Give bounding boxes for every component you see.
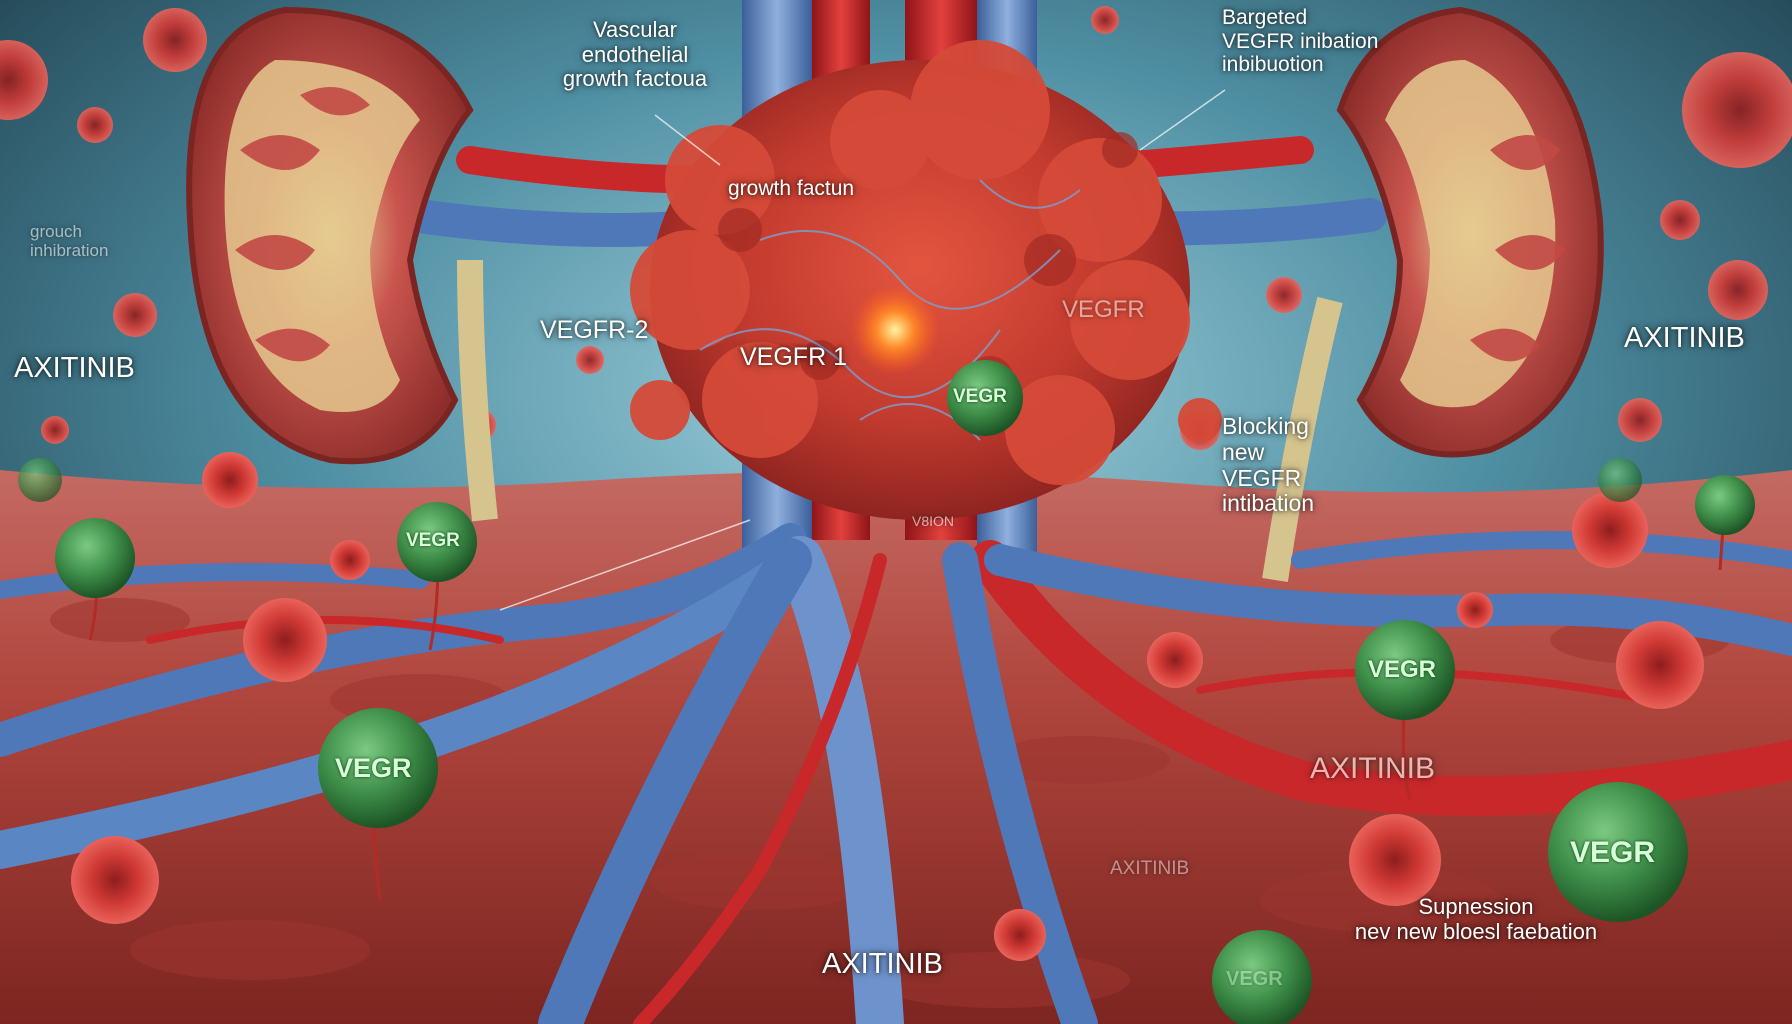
label-axitinib-faint: AXITINIB [1110,858,1190,879]
receptor-label: VEGR [953,386,1007,407]
label-tiny: V8ION [912,513,955,529]
receptor-label: VEGR [1368,656,1437,683]
receptor-label: VEGR [406,530,460,551]
label-vegfr-tumor: VEGFR [1062,296,1145,323]
branching-vessels [0,523,1792,1024]
left-kidney [186,6,498,522]
label-vegfr-1: VEGFR 1 [740,343,847,371]
label-growth-inhibration: grouch inhibration [30,222,109,261]
label-suppression: Supnession nev new bloesl faebation [1354,894,1598,944]
right-kidney [1262,6,1604,583]
label-axitinib-bottom: AXITINIB [822,948,943,980]
label-vegfr-2: VEGFR-2 [540,316,649,344]
receptor-label: VEGR [1226,968,1283,990]
receptor-spheres [18,360,1755,1024]
label-blocking: Blocking new VEGFR intibation [1222,413,1315,517]
label-axitinib-left: AXITINIB [14,352,135,384]
receptor-label: VEGR [335,753,412,783]
label-axitinib-right: AXITINIB [1624,322,1745,354]
floor-cell-clusters [71,452,1704,961]
label-vascular-endothelial: Vascular endothelial growth factoua [562,17,708,92]
label-growth-factun: growth factun [728,177,855,200]
receptor-label: VEGR [1570,836,1656,869]
label-targeted-vegfr: Bargeted VEGFR inibation inbibuotion [1222,6,1379,77]
leader-lines [499,89,1226,611]
tumor-mass [630,40,1222,520]
label-axitinib-mid: AXITINIB [1310,752,1436,785]
